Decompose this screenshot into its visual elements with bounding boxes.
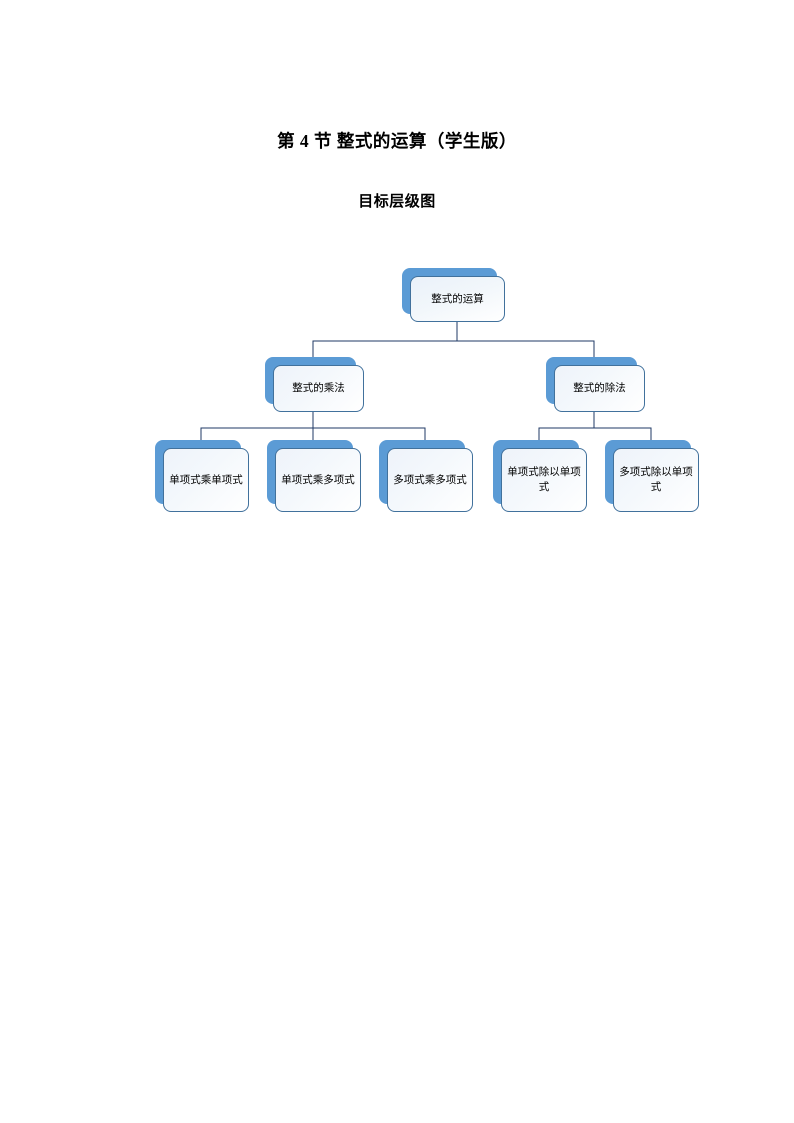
node-face: 单项式乘多项式 bbox=[275, 448, 361, 512]
node-poly-mul-poly[interactable]: 多项式乘多项式 bbox=[379, 440, 473, 512]
node-face: 单项式乘单项式 bbox=[163, 448, 249, 512]
connector-mul-to-mono-mul-mono bbox=[200, 412, 314, 440]
connector-root-to-div bbox=[456, 322, 595, 357]
node-label: 多项式除以单项式 bbox=[619, 466, 693, 493]
node-div[interactable]: 整式的除法 bbox=[546, 357, 645, 412]
node-mono-mul-mono[interactable]: 单项式乘单项式 bbox=[155, 440, 249, 512]
node-label: 整式的运算 bbox=[431, 292, 484, 305]
node-face: 整式的乘法 bbox=[273, 365, 364, 412]
node-face: 单项式除以单项式 bbox=[501, 448, 587, 512]
node-label: 整式的除法 bbox=[573, 382, 626, 394]
node-face: 整式的运算 bbox=[410, 276, 505, 322]
node-mono-mul-poly[interactable]: 单项式乘多项式 bbox=[267, 440, 361, 512]
node-mono-div-mono[interactable]: 单项式除以单项式 bbox=[493, 440, 587, 512]
node-label: 单项式除以单项式 bbox=[507, 466, 581, 493]
connector-mul-to-poly-mul-poly bbox=[312, 412, 426, 440]
node-label: 多项式乘多项式 bbox=[393, 473, 467, 486]
node-root[interactable]: 整式的运算 bbox=[402, 268, 505, 322]
node-label: 单项式乘多项式 bbox=[281, 473, 355, 486]
node-face: 多项式除以单项式 bbox=[613, 448, 699, 512]
node-label: 整式的乘法 bbox=[292, 382, 345, 394]
node-face: 多项式乘多项式 bbox=[387, 448, 473, 512]
node-poly-div-mono[interactable]: 多项式除以单项式 bbox=[605, 440, 699, 512]
connector-root-to-mul bbox=[312, 322, 458, 357]
connector-div-to-mono-div-mono bbox=[538, 412, 595, 440]
node-mul[interactable]: 整式的乘法 bbox=[265, 357, 364, 412]
node-label: 单项式乘单项式 bbox=[169, 473, 243, 486]
connector-div-to-poly-div-mono bbox=[593, 412, 652, 440]
node-face: 整式的除法 bbox=[554, 365, 645, 412]
page-title: 第 4 节 整式的运算（学生版） bbox=[277, 131, 517, 151]
page-subtitle: 目标层级图 bbox=[358, 194, 436, 210]
